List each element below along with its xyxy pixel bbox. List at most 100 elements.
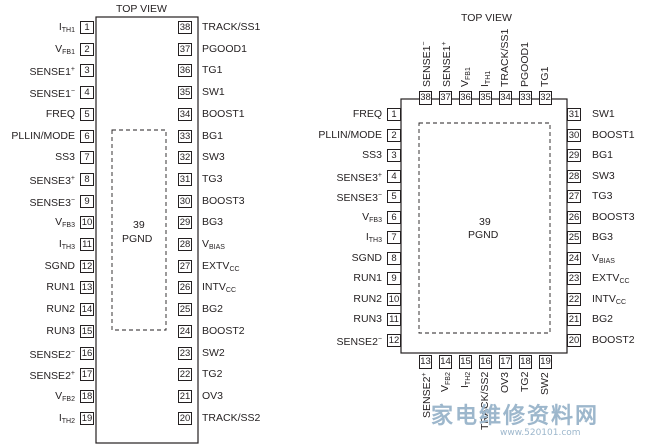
watermark-url: www.520101.com: [500, 428, 581, 438]
pin-name-text: EXTV: [202, 259, 230, 272]
tssop-pin-label: EXTVCC: [202, 260, 240, 276]
tssop-pin-label: TRACK/SS1: [202, 21, 260, 33]
pin-name-text: OV3: [499, 372, 511, 394]
qfn-pin-label: ITH2: [459, 372, 475, 388]
pin-name-subscript: CC: [615, 298, 627, 306]
tssop-pin-label: VFB3: [55, 216, 75, 232]
qfn-pin-label: TRACK/SS1: [499, 29, 511, 87]
pin-name-text: OV3: [202, 389, 224, 402]
qfn-pin-label: BG3: [592, 231, 613, 243]
tssop-pin-number: 5: [80, 107, 94, 121]
tssop-pin-number: 36: [178, 64, 192, 78]
qfn-pin-number: 2: [387, 128, 401, 142]
tssop-pin-label: BG2: [202, 303, 223, 315]
pin-name-superscript: −: [377, 335, 382, 343]
qfn-pin-label: RUN3: [353, 313, 382, 325]
tssop-pin-number: 4: [80, 86, 94, 100]
qfn-pin-label: SGND: [352, 252, 382, 264]
pin-name-text: I: [58, 238, 62, 250]
qfn-pin-number: 17: [499, 355, 512, 369]
pin-name-text: V: [592, 251, 600, 264]
pin-name-subscript: FB2: [62, 395, 75, 403]
qfn-pin-number: 20: [567, 333, 581, 347]
watermark-brand: 家电维修资料网: [431, 404, 600, 429]
pin-name-text: SW3: [592, 169, 615, 182]
tssop-pin-label: VFB1: [55, 43, 75, 59]
pin-name-superscript: −: [70, 348, 75, 356]
pin-name-superscript: −: [70, 196, 75, 204]
pin-name-text: EXTV: [592, 272, 620, 284]
qfn-pin-number: 38: [419, 91, 432, 105]
qfn-pin-number: 4: [387, 169, 401, 183]
pin-name-text: BOOST2: [592, 333, 635, 346]
tssop-pin-label: SW2: [202, 347, 225, 359]
qfn-pin-number: 3: [387, 149, 401, 162]
tssop-pin-label: TRACK/SS2: [202, 412, 260, 424]
qfn-pin-label: SENSE3+: [336, 170, 382, 184]
tssop-pin-label: SW1: [202, 86, 225, 98]
qfn-pin-label: SW1: [592, 108, 615, 120]
qfn-pin-label: VFB1: [459, 67, 475, 87]
pin-name-text: SENSE1: [29, 66, 71, 79]
qfn-pin-number: 24: [567, 251, 581, 265]
pin-name-subscript: CC: [225, 287, 237, 295]
tssop-pin-number: 28: [178, 238, 192, 251]
qfn-pin-number: 9: [387, 272, 401, 285]
qfn-pin-label: BG1: [592, 149, 613, 161]
tssop-pin-number: 25: [178, 303, 192, 317]
tssop-pin-number: 3: [80, 64, 94, 78]
tssop-pin-label: PGOOD1: [202, 43, 247, 55]
qfn-pin-label: ITH3: [366, 231, 382, 247]
qfn-pin-number: 35: [479, 91, 492, 105]
pin-name-subscript: BIAS: [599, 257, 615, 265]
tssop-pin-number: 14: [80, 303, 94, 317]
tssop-pin-label: PLLIN/MODE: [11, 130, 75, 142]
pin-name-text: BOOST2: [202, 324, 245, 337]
tssop-pin-label: SENSE2+: [29, 368, 75, 382]
pin-name-text: SW1: [592, 108, 615, 120]
tssop-pin-number: 1: [80, 21, 94, 34]
tssop-pin-label: SGND: [45, 260, 75, 272]
qfn-center-number: 39: [479, 216, 491, 228]
qfn-pin-label: RUN2: [353, 293, 382, 305]
pin-name-subscript: TH1: [61, 27, 75, 34]
qfn-pin-number: 32: [539, 91, 552, 105]
pin-name-text: SGND: [44, 259, 75, 272]
qfn-pin-label: RUN1: [353, 272, 382, 284]
pin-name-text: BG2: [202, 303, 224, 316]
tssop-pin-label: SENSE2−: [29, 347, 75, 361]
qfn-pin-label: VFB3: [362, 211, 382, 227]
tssop-pin-label: BOOST2: [202, 325, 245, 337]
tssop-pin-number: 37: [178, 42, 192, 56]
tssop-pin-label: TG2: [202, 368, 222, 380]
pin-name-text: SW3: [202, 151, 225, 164]
qfn-pin-label: FREQ: [353, 108, 382, 120]
tssop-pin-label: SENSE3−: [29, 195, 75, 209]
tssop-pin-number: 17: [80, 368, 94, 382]
qfn-pin-label: SW3: [592, 170, 615, 182]
pin-name-text: RUN1: [353, 272, 382, 284]
pin-name-text: I: [459, 385, 471, 389]
pin-name-subscript: FB3: [62, 222, 75, 230]
qfn-pin-label: VFB2: [439, 372, 455, 392]
qfn-pin-label: SENSE3−: [336, 190, 382, 204]
pin-name-text: SW2: [202, 346, 225, 359]
qfn-pin-label: BOOST1: [592, 129, 635, 141]
pin-name-superscript: +: [70, 66, 75, 74]
pin-name-text: TRACK/SS1: [202, 21, 261, 33]
qfn-pin-number: 8: [387, 251, 401, 265]
pin-name-text: RUN3: [353, 313, 382, 325]
pin-name-superscript: −: [377, 192, 382, 199]
qfn-pin-label: EXTVCC: [592, 272, 630, 288]
tssop-pin-label: RUN2: [46, 303, 75, 315]
qfn-exposed-pad: [418, 122, 551, 334]
tssop-center-number: 39: [133, 219, 145, 231]
qfn-pin-number: 18: [519, 355, 532, 369]
pin-name-text: SENSE3: [29, 196, 71, 209]
pin-name-text: V: [55, 42, 63, 55]
tssop-pin-number: 21: [178, 389, 192, 403]
qfn-pin-number: 27: [567, 190, 581, 203]
tssop-pin-label: ITH1: [59, 21, 75, 37]
tssop-pin-label: TG1: [202, 64, 222, 76]
